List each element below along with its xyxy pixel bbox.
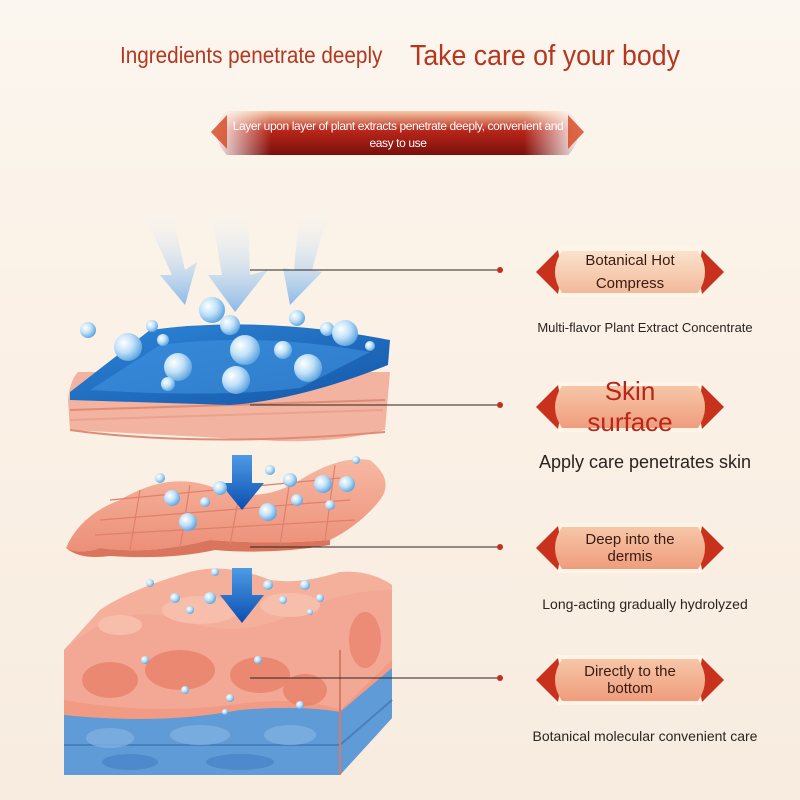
badge-botanical-hot-compress: Botanical Hot Compress bbox=[532, 244, 728, 300]
compress-layer bbox=[68, 324, 390, 442]
headline-ingredients: Ingredients penetrate deeply bbox=[120, 42, 383, 68]
leader-lines bbox=[250, 267, 503, 681]
down-arrow-icon bbox=[140, 205, 330, 312]
badge-deep-dermis: Deep into the dermis bbox=[532, 520, 728, 576]
headline-take-care: Take care of your body bbox=[410, 40, 680, 72]
badge-skin-surface: Skin surface bbox=[532, 376, 728, 437]
bubble-icon bbox=[80, 297, 375, 715]
badge-label: Directly to the bottom bbox=[584, 663, 676, 697]
badge-directly-bottom: Directly to the bottom bbox=[532, 652, 728, 708]
skin-layers-illustration bbox=[64, 205, 503, 775]
badge-label: Deep into the dermis bbox=[585, 531, 675, 565]
ribbon-text: Layer upon layer of plant extracts penet… bbox=[232, 119, 564, 150]
dermis-block bbox=[64, 568, 393, 775]
ribbon-banner: Layer upon layer of plant extracts penet… bbox=[205, 105, 590, 159]
down-arrow-icon bbox=[220, 455, 264, 623]
badge-label: Botanical Hot Compress bbox=[585, 252, 675, 292]
caption-hydrolyzed: Long-acting gradually hydrolyzed bbox=[542, 596, 748, 612]
caption-molecular-care: Botanical molecular convenient care bbox=[532, 728, 758, 744]
caption-plant-extract: Multi-flavor Plant Extract Concentrate bbox=[537, 320, 753, 335]
badge-label: Skin surface bbox=[587, 376, 673, 437]
caption-apply-care: Apply care penetrates skin bbox=[538, 452, 752, 472]
skin-surface-layer bbox=[66, 459, 386, 558]
